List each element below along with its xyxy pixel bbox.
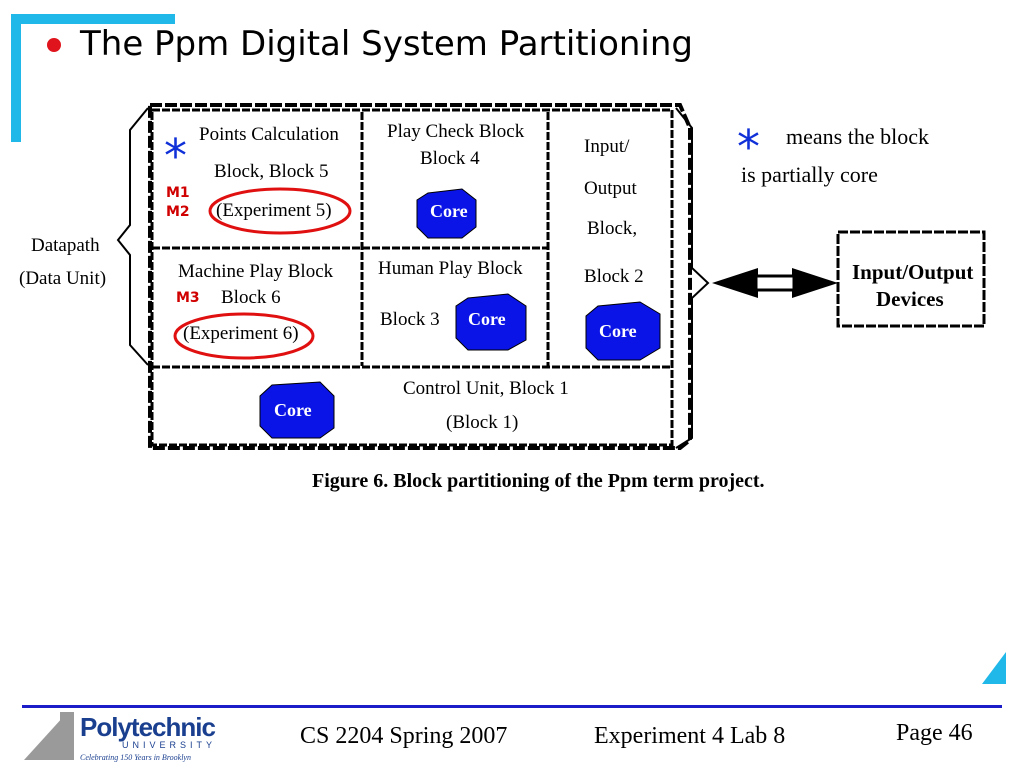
core-blob-block4 [416,188,477,239]
core-label-block3: Core [468,309,506,329]
bullet-icon [47,38,61,52]
io-block-line1: Input/ [584,136,630,157]
marker-m2: M2 [166,204,190,220]
machine-play-line2: Block 6 [221,287,281,308]
experiment6-ellipse [173,312,315,360]
points-block-line1: Points Calculation [199,124,339,145]
core-label-block4: Core [430,201,468,221]
legend-line2: is partially core [741,162,878,187]
machine-play-experiment: (Experiment 6) [183,323,299,344]
points-block-experiment: (Experiment 5) [216,200,332,221]
datapath-bracket [116,107,149,366]
logo-name: Polytechnic [80,712,216,742]
control-unit-line1: Control Unit, Block 1 [403,378,569,399]
play-check-line2: Block 4 [420,148,480,169]
asterisk-icon: * [164,129,187,183]
human-play-line1: Human Play Block [378,258,523,279]
marker-m3: M3 [176,290,200,306]
core-label-block1: Core [274,400,312,420]
io-block-line4: Block 2 [584,266,644,287]
machine-play-line1: Machine Play Block [178,261,334,282]
legend-asterisk-icon: * [737,120,760,174]
footer-lab: Experiment 4 Lab 8 [594,723,786,749]
polytechnic-logo-mark [24,712,74,760]
legend-line1: means the block [786,124,929,149]
core-label-block2: Core [599,321,637,341]
io-devices-box [836,230,986,328]
inner-box [150,108,674,447]
io-block-line3: Block, [587,218,638,239]
double-arrow-icon [712,268,838,298]
corner-accent [11,14,175,142]
core-blob-block1 [259,381,335,439]
io-block-line2: Output [584,178,637,199]
io-devices-line2: Devices [876,287,944,311]
footer-rule [22,705,1002,708]
logo-sub: UNIVERSITY [122,740,217,750]
core-blob-block2 [585,301,661,361]
play-check-line1: Play Check Block [387,121,525,142]
figure-caption: Figure 6. Block partitioning of the Ppm … [312,470,765,492]
core-blob-block3 [455,293,527,351]
corner-triangle [982,652,1006,684]
experiment5-ellipse [208,187,352,235]
footer-page: Page 46 [896,720,973,746]
control-unit-line2: (Block 1) [446,412,519,433]
datapath-label: Datapath [31,235,100,256]
logo-tagline: Celebrating 150 Years in Brooklyn [80,753,191,762]
slide-title: The Ppm Digital System Partitioning [80,24,693,64]
marker-m1: M1 [166,185,190,201]
points-block-line2: Block, Block 5 [214,161,329,182]
io-devices-line1: Input/Output [852,260,974,284]
human-play-line2: Block 3 [380,309,440,330]
right-bracket [675,107,710,449]
datapath-frame [148,103,692,450]
footer-course: CS 2204 Spring 2007 [300,723,508,749]
data-unit-label: (Data Unit) [19,268,107,289]
